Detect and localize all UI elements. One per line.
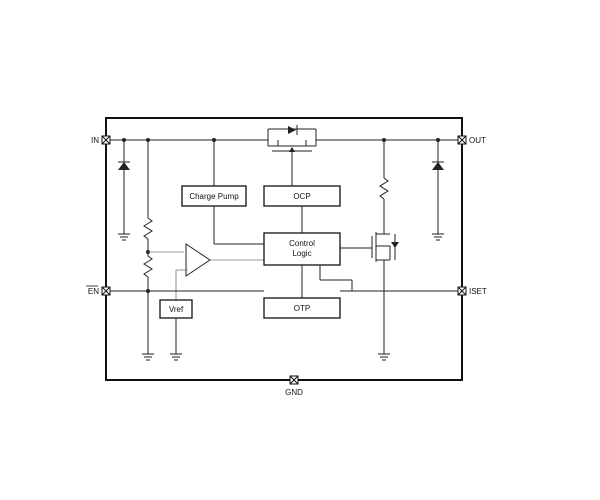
otp-label: OTP (294, 304, 310, 313)
pin-en: EN (86, 285, 111, 296)
power-rail (110, 138, 458, 142)
control-logic-label-1: Control (289, 239, 315, 248)
ocp-block: OCP (263, 185, 341, 233)
output-diode (432, 140, 444, 241)
otp-block: OTP (263, 297, 341, 319)
pin-en-label: EN (88, 287, 99, 296)
pin-in: IN (91, 135, 111, 145)
charge-pump-label: Charge Pump (189, 192, 239, 201)
pin-in-label: IN (91, 136, 99, 145)
vref-label: Vref (169, 305, 184, 314)
pass-mosfet (267, 125, 317, 186)
control-logic-label-2: Logic (292, 249, 311, 258)
ocp-label: OCP (293, 192, 310, 201)
pin-gnd: GND (285, 375, 303, 397)
chip-outline (105, 117, 463, 381)
pin-iset: ISET (457, 286, 487, 296)
pin-out: OUT (457, 135, 486, 145)
resistor-divider (142, 140, 154, 361)
comparator (148, 243, 264, 300)
pin-out-label: OUT (469, 136, 486, 145)
pin-iset-label: ISET (469, 287, 487, 296)
charge-pump-block: Charge Pump (181, 140, 264, 245)
input-diode (118, 140, 130, 241)
vref-block: Vref (159, 299, 193, 361)
discharge-branch (340, 140, 399, 361)
pin-gnd-label: GND (285, 388, 303, 397)
iset-line (319, 265, 458, 292)
control-logic-block: Control Logic (263, 232, 341, 298)
